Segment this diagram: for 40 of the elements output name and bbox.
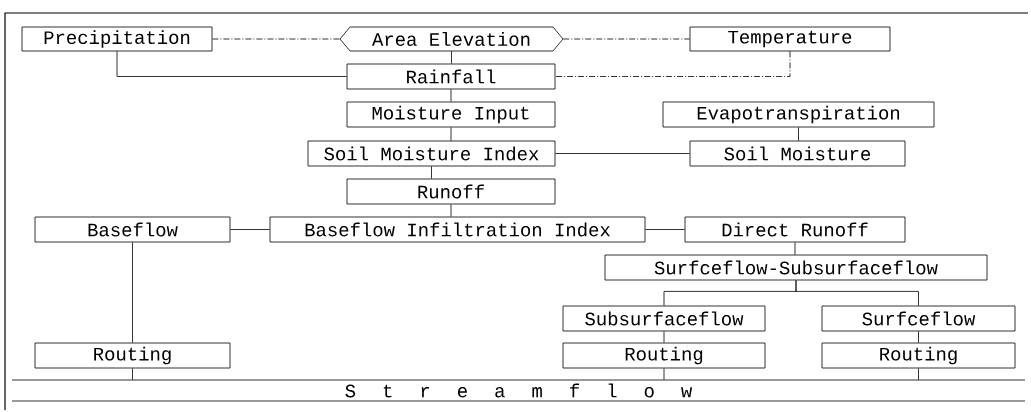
connector-line xyxy=(562,38,690,40)
process-box: Rainfall xyxy=(346,63,556,90)
connector-line xyxy=(555,153,690,154)
connector-line xyxy=(450,204,452,217)
connector-line xyxy=(450,127,452,141)
connector-line xyxy=(918,368,919,381)
process-box: Baseflow Infiltration Index xyxy=(269,216,646,243)
process-box: Direct Runoff xyxy=(684,216,906,243)
connector-line xyxy=(795,280,919,306)
process-box: Routing xyxy=(562,342,766,369)
process-box: Routing xyxy=(821,342,1016,369)
connector-line xyxy=(663,331,665,343)
process-box: Evapotranspiration xyxy=(662,101,935,128)
output-band: S t r e a m f l o w xyxy=(11,379,1026,402)
process-box: Moisture Input xyxy=(346,101,556,128)
connector-line xyxy=(230,229,270,230)
connector-line xyxy=(116,51,347,77)
connector-line xyxy=(663,368,665,381)
connector-line xyxy=(794,242,796,255)
process-box: Surfceflow xyxy=(821,305,1016,332)
process-box: Subsurfaceflow xyxy=(562,305,766,332)
process-box: Baseflow xyxy=(34,216,231,243)
connector-line xyxy=(450,89,452,102)
connector-line xyxy=(645,229,685,230)
connector-line xyxy=(918,331,919,343)
connector-line xyxy=(132,242,133,343)
process-box: Surfceflow-Subsurfaceflow xyxy=(604,254,988,281)
process-box: Temperature xyxy=(689,26,891,52)
hexagon-box: Area Elevation xyxy=(339,26,564,52)
process-box: Soil Moisture Index xyxy=(307,140,556,167)
process-box: Soil Moisture xyxy=(689,140,906,167)
process-box: Runoff xyxy=(346,178,556,205)
process-box: Precipitation xyxy=(21,26,213,52)
connector-line xyxy=(798,127,799,141)
process-box: Routing xyxy=(34,342,231,369)
connector-line xyxy=(212,38,341,40)
connector-line xyxy=(451,50,452,64)
connector-line xyxy=(132,368,133,381)
connector-line xyxy=(431,166,432,179)
connector-line xyxy=(555,51,791,77)
